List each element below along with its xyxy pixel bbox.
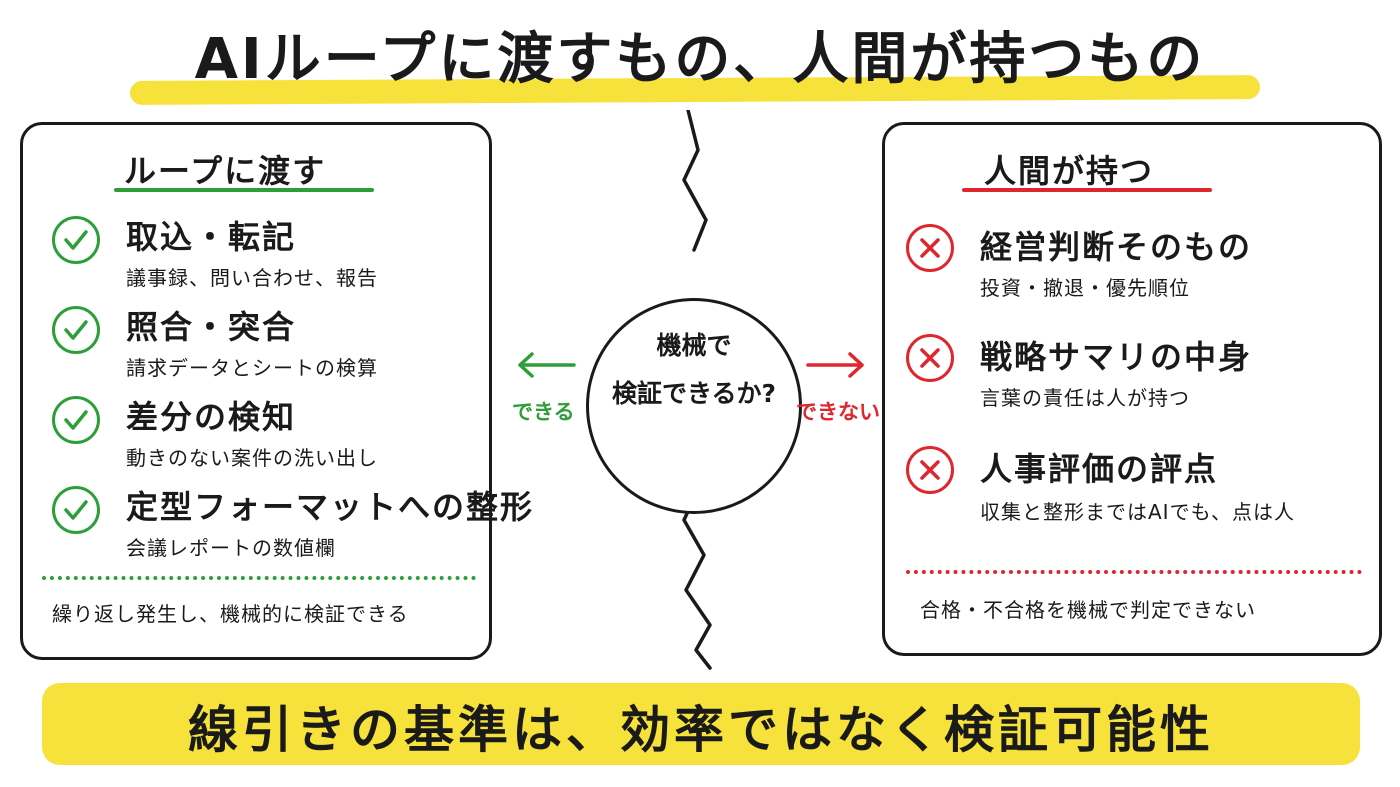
decision-question-line1: 機械で bbox=[656, 331, 732, 360]
check-circle-icon bbox=[52, 486, 100, 534]
decision-question-line2: 検証できるか? bbox=[611, 379, 776, 408]
x-circle-icon bbox=[906, 334, 954, 382]
loop-item-title: 差分の検知 bbox=[126, 398, 297, 436]
loop-item-title: 定型フォーマットへの整形 bbox=[126, 488, 535, 526]
check-circle-icon bbox=[52, 216, 100, 264]
loop-item-sub: 請求データとシートの検算 bbox=[126, 356, 378, 380]
page-title: AIループに渡すもの、人間が持つもの bbox=[194, 27, 1206, 92]
human-item-sub: 投資・撤退・優先順位 bbox=[980, 276, 1190, 300]
loop-heading-underline bbox=[114, 188, 374, 192]
loop-item-sub: 会議レポートの数値欄 bbox=[126, 536, 336, 560]
x-circle-icon bbox=[906, 446, 954, 494]
check-circle-icon bbox=[52, 396, 100, 444]
loop-panel-heading: ループに渡す bbox=[124, 152, 327, 190]
human-panel bbox=[882, 122, 1382, 656]
loop-item-title: 照合・突合 bbox=[126, 308, 297, 346]
human-item-title: 人事評価の評点 bbox=[980, 450, 1219, 488]
can-label: できる bbox=[512, 400, 575, 424]
loop-item-sub: 動きのない案件の洗い出し bbox=[126, 446, 378, 470]
decision-question: 機械で 検証できるか? bbox=[586, 322, 802, 418]
human-item-sub: 言葉の責任は人が持つ bbox=[980, 386, 1190, 410]
human-item-sub: 収集と整形まではAIでも、点は人 bbox=[980, 500, 1295, 524]
loop-divider bbox=[42, 576, 476, 580]
loop-panel bbox=[20, 122, 492, 660]
human-heading-underline bbox=[962, 188, 1212, 192]
arrow-left-icon bbox=[518, 352, 576, 378]
arrow-right-icon bbox=[806, 352, 864, 378]
human-panel-heading: 人間が持つ bbox=[984, 152, 1155, 190]
zigzag-divider bbox=[682, 110, 712, 670]
human-item-title: 経営判断そのもの bbox=[980, 228, 1253, 266]
human-item-title: 戦略サマリの中身 bbox=[980, 338, 1253, 376]
x-circle-icon bbox=[906, 224, 954, 272]
loop-footnote: 繰り返し発生し、機械的に検証できる bbox=[52, 602, 409, 626]
conclusion-text: 線引きの基準は、効率ではなく検証可能性 bbox=[188, 701, 1214, 759]
decision-circle bbox=[586, 298, 802, 514]
human-divider bbox=[906, 570, 1362, 574]
cannot-label: できない bbox=[796, 400, 880, 424]
check-circle-icon bbox=[52, 306, 100, 354]
loop-item-sub: 議事録、問い合わせ、報告 bbox=[126, 266, 378, 290]
loop-item-title: 取込・転記 bbox=[126, 218, 297, 256]
conclusion-highlight bbox=[42, 683, 1360, 765]
human-footnote: 合格・不合格を機械で判定できない bbox=[920, 598, 1256, 622]
